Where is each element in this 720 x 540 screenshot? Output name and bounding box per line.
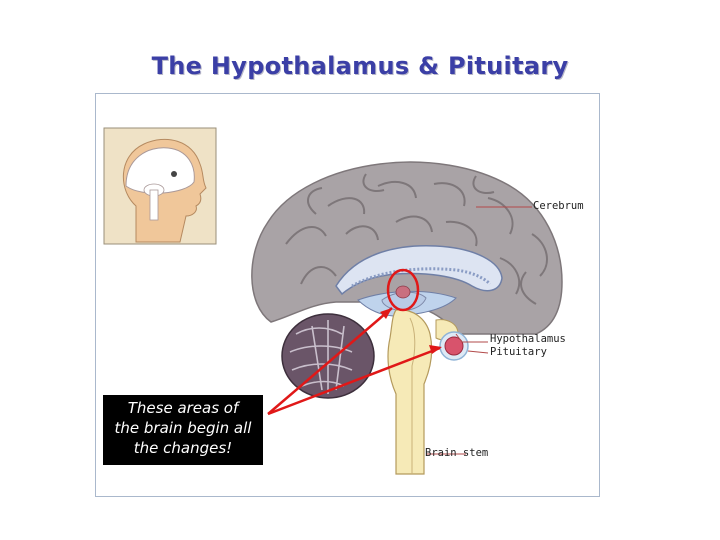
label-cerebrum: Cerebrum [533, 200, 584, 212]
callout-line-3: the changes! [133, 439, 233, 457]
brain-stem [387, 309, 433, 475]
pituitary-gland [439, 331, 469, 361]
callout-box: These areas of the brain begin all the c… [103, 395, 263, 465]
label-leaders [426, 206, 532, 455]
brain-illustration [103, 127, 563, 475]
label-pituitary: Pituitary [490, 346, 547, 358]
callout-arrows [267, 307, 442, 416]
cerebellum [281, 313, 375, 399]
callout-line-2: the brain begin all [114, 419, 252, 437]
highlight-circle [386, 268, 420, 312]
label-hypothalamus: Hypothalamus [490, 333, 566, 345]
slide-title: The Hypothalamus & Pituitary [151, 52, 569, 80]
callout-line-1: These areas of [127, 399, 239, 417]
head-thumbnail [103, 127, 217, 245]
label-brain-stem: Brain stem [425, 447, 489, 459]
